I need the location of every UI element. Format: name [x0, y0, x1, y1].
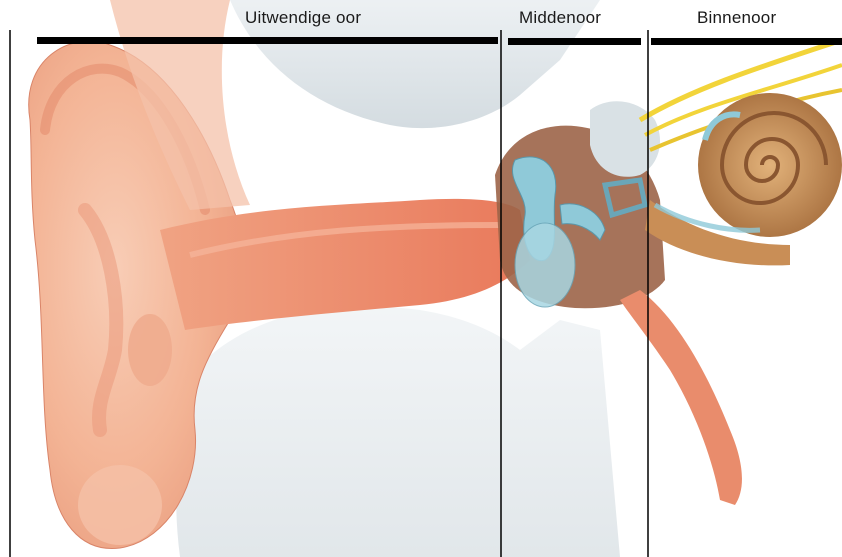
tragus — [128, 314, 172, 386]
section-bar-middle — [508, 38, 641, 45]
ear-lobe — [78, 465, 162, 545]
section-bar-outer — [37, 37, 498, 44]
section-label-middle-ear: Middenoor — [519, 8, 601, 28]
temporal-bone-lower — [176, 307, 620, 557]
section-bar-inner — [651, 38, 842, 45]
eustachian-tube — [620, 290, 742, 505]
section-label-outer-ear: Uitwendige oor — [245, 8, 361, 28]
ear-canal — [160, 199, 530, 330]
tympanic-membrane — [515, 223, 575, 307]
section-label-inner-ear: Binnenoor — [697, 8, 776, 28]
